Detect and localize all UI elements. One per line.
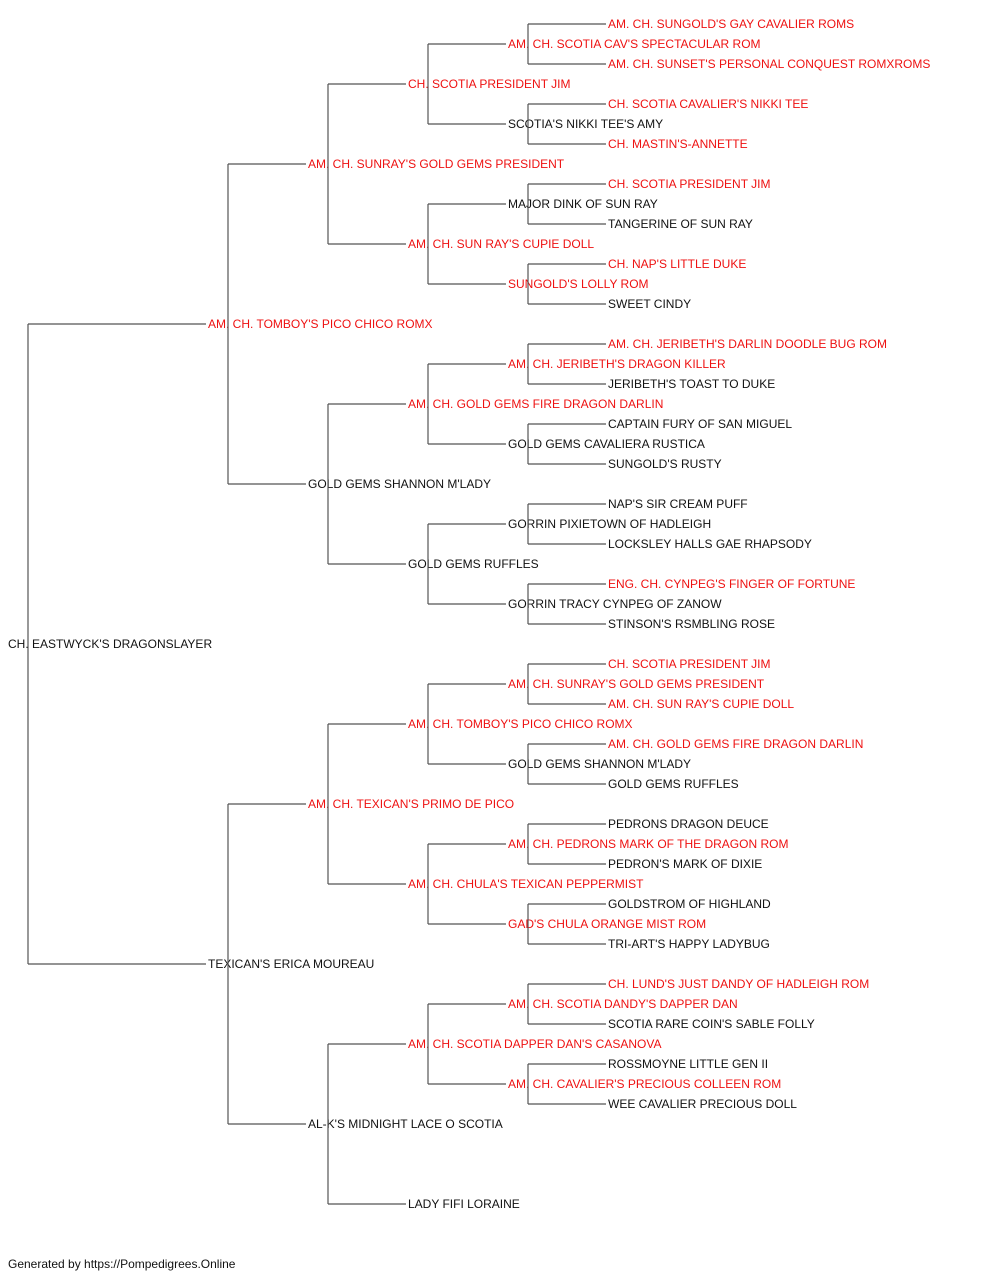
dog-name-gen3-am-ch-chula-s-texican-peppermist: AM. CH. CHULA'S TEXICAN PEPPERMIST [408,877,644,891]
dog-name-gen4-am-ch-scotia-dandy-s-dapper-dan: AM. CH. SCOTIA DANDY'S DAPPER DAN [508,997,738,1011]
dog-name-gen5-am-ch-sun-ray-s-cupie-doll: AM. CH. SUN RAY'S CUPIE DOLL [608,697,794,711]
dog-name-gen5-ch-lund-s-just-dandy-of-hadleigh-rom: CH. LUND'S JUST DANDY OF HADLEIGH ROM [608,977,869,991]
dog-name-gen2-al-k-s-midnight-lace-o-scotia: AL-K'S MIDNIGHT LACE O SCOTIA [308,1117,503,1131]
dog-name-gen5-am-ch-gold-gems-fire-dragon-darlin: AM. CH. GOLD GEMS FIRE DRAGON DARLIN [608,737,863,751]
dog-name-gen5-locksley-halls-gae-rhapsody: LOCKSLEY HALLS GAE RHAPSODY [608,537,812,551]
dog-name-gen4-sungold-s-lolly-rom: SUNGOLD'S LOLLY ROM [508,277,649,291]
dog-name-gen5-gold-gems-ruffles: GOLD GEMS RUFFLES [608,777,739,791]
dog-name-gen5-wee-cavalier-precious-doll: WEE CAVALIER PRECIOUS DOLL [608,1097,797,1111]
dog-name-gen2-am-ch-texican-s-primo-de-pico: AM. CH. TEXICAN'S PRIMO DE PICO [308,797,514,811]
dog-name-gen5-am-ch-jeribeth-s-darlin-doodle-bug-rom: AM. CH. JERIBETH'S DARLIN DOODLE BUG ROM [608,337,887,351]
dog-name-gen2-am-ch-sunray-s-gold-gems-president: AM. CH. SUNRAY'S GOLD GEMS PRESIDENT [308,157,565,171]
dog-name-gen3-lady-fifi-loraine: LADY FIFI LORAINE [408,1197,520,1211]
dog-name-gen5-captain-fury-of-san-miguel: CAPTAIN FURY OF SAN MIGUEL [608,417,792,431]
dog-name-gen4-gold-gems-shannon-m-lady: GOLD GEMS SHANNON M'LADY [508,757,691,771]
dog-name-gen3-ch-scotia-president-jim: CH. SCOTIA PRESIDENT JIM [408,77,570,91]
dog-name-gen4-gorrin-pixietown-of-hadleigh: GORRIN PIXIETOWN OF HADLEIGH [508,517,711,531]
dog-name-gen5-ch-mastin-s-annette: CH. MASTIN'S-ANNETTE [608,137,748,151]
dog-name-gen1-texican-s-erica-moureau: TEXICAN'S ERICA MOUREAU [208,957,374,971]
dog-name-gen5-am-ch-sungold-s-gay-cavalier-roms: AM. CH. SUNGOLD'S GAY CAVALIER ROMS [608,17,854,31]
dog-name-gen4-am-ch-scotia-cav-s-spectacular-rom: AM. CH. SCOTIA CAV'S SPECTACULAR ROM [508,37,761,51]
dog-name-gen2-gold-gems-shannon-m-lady: GOLD GEMS SHANNON M'LADY [308,477,491,491]
dog-name-gen5-ch-scotia-cavalier-s-nikki-tee: CH. SCOTIA CAVALIER'S NIKKI TEE [608,97,808,111]
pedigree-tree: CH. EASTWYCK'S DRAGONSLAYER AM. CH. TOMBO… [8,17,930,1211]
dog-name-gen5-sweet-cindy: SWEET CINDY [608,297,691,311]
dog-name-gen5-stinson-s-rsmbling-rose: STINSON'S RSMBLING ROSE [608,617,775,631]
dog-name-gen5-nap-s-sir-cream-puff: NAP'S SIR CREAM PUFF [608,497,748,511]
dog-name-gen3-am-ch-sun-ray-s-cupie-doll: AM. CH. SUN RAY'S CUPIE DOLL [408,237,594,251]
dog-name-gen5-jeribeth-s-toast-to-duke: JERIBETH'S TOAST TO DUKE [608,377,775,391]
dog-name-gen0-ch-eastwyck-s-dragonslayer: CH. EASTWYCK'S DRAGONSLAYER [8,637,212,651]
dog-name-gen5-pedrons-dragon-deuce: PEDRONS DRAGON DEUCE [608,817,769,831]
dog-name-gen5-sungold-s-rusty: SUNGOLD'S RUSTY [608,457,722,471]
dog-name-gen4-am-ch-sunray-s-gold-gems-president: AM. CH. SUNRAY'S GOLD GEMS PRESIDENT [508,677,765,691]
dog-name-gen5-eng-ch-cynpeg-s-finger-of-fortune: ENG. CH. CYNPEG'S FINGER OF FORTUNE [608,577,855,591]
dog-name-gen4-gad-s-chula-orange-mist-rom: GAD'S CHULA ORANGE MIST ROM [508,917,706,931]
dog-name-gen5-ch-scotia-president-jim: CH. SCOTIA PRESIDENT JIM [608,177,770,191]
dog-name-gen4-scotia-s-nikki-tee-s-amy: SCOTIA'S NIKKI TEE'S AMY [508,117,663,131]
dog-name-gen4-am-ch-pedrons-mark-of-the-dragon-rom: AM. CH. PEDRONS MARK OF THE DRAGON ROM [508,837,788,851]
dog-name-gen4-major-dink-of-sun-ray: MAJOR DINK OF SUN RAY [508,197,658,211]
dog-name-gen5-scotia-rare-coin-s-sable-folly: SCOTIA RARE COIN'S SABLE FOLLY [608,1017,815,1031]
dog-name-gen5-ch-scotia-president-jim: CH. SCOTIA PRESIDENT JIM [608,657,770,671]
dog-name-gen5-tangerine-of-sun-ray: TANGERINE OF SUN RAY [608,217,753,231]
dog-name-gen4-am-ch-cavalier-s-precious-colleen-rom: AM. CH. CAVALIER'S PRECIOUS COLLEEN ROM [508,1077,781,1091]
dog-name-gen4-gold-gems-cavaliera-rustica: GOLD GEMS CAVALIERA RUSTICA [508,437,705,451]
dog-name-gen3-am-ch-scotia-dapper-dan-s-casanova: AM. CH. SCOTIA DAPPER DAN'S CASANOVA [408,1037,661,1051]
dog-name-gen4-gorrin-tracy-cynpeg-of-zanow: GORRIN TRACY CYNPEG OF ZANOW [508,597,722,611]
generated-by-footer: Generated by https://Pompedigrees.Online [8,1257,236,1271]
dog-name-gen5-ch-nap-s-little-duke: CH. NAP'S LITTLE DUKE [608,257,746,271]
dog-name-gen4-am-ch-jeribeth-s-dragon-killer: AM. CH. JERIBETH'S DRAGON KILLER [508,357,726,371]
dog-name-gen5-rossmoyne-little-gen-ii: ROSSMOYNE LITTLE GEN II [608,1057,768,1071]
dog-name-gen5-am-ch-sunset-s-personal-conquest-romxroms: AM. CH. SUNSET'S PERSONAL CONQUEST ROMXR… [608,57,930,71]
dog-name-gen3-am-ch-gold-gems-fire-dragon-darlin: AM. CH. GOLD GEMS FIRE DRAGON DARLIN [408,397,663,411]
dog-name-gen1-am-ch-tomboy-s-pico-chico-romx: AM. CH. TOMBOY'S PICO CHICO ROMX [208,317,433,331]
dog-name-gen5-pedron-s-mark-of-dixie: PEDRON'S MARK OF DIXIE [608,857,762,871]
dog-name-gen3-am-ch-tomboy-s-pico-chico-romx: AM. CH. TOMBOY'S PICO CHICO ROMX [408,717,633,731]
dog-name-gen5-tri-art-s-happy-ladybug: TRI-ART'S HAPPY LADYBUG [608,937,770,951]
dog-name-gen5-goldstrom-of-highland: GOLDSTROM OF HIGHLAND [608,897,771,911]
dog-name-gen3-gold-gems-ruffles: GOLD GEMS RUFFLES [408,557,539,571]
